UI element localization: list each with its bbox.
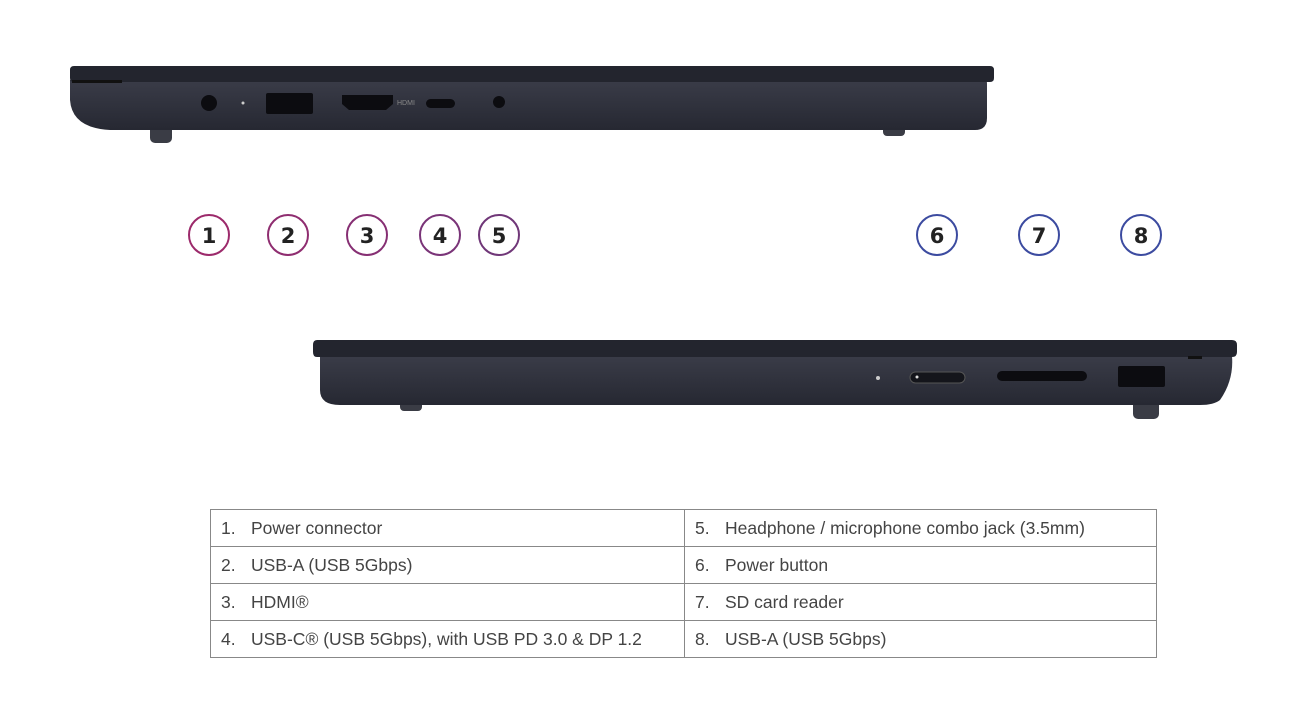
legend-number: 8. — [695, 628, 710, 649]
callout-1: 1 — [188, 214, 230, 256]
callout-4: 4 — [419, 214, 461, 256]
usb-a-port — [266, 93, 313, 114]
callout-6: 6 — [916, 214, 958, 256]
power-jack — [201, 95, 217, 111]
callout-7: 7 — [1018, 214, 1060, 256]
legend-number: 4. — [221, 628, 236, 649]
ports-legend-table: 1. Power connector 5. Headphone / micropho… — [210, 509, 1157, 658]
laptop-right-side — [313, 340, 1237, 419]
legend-label: Headphone / microphone combo jack (3.5mm… — [725, 517, 1085, 538]
legend-number: 3. — [221, 591, 236, 612]
callout-8: 8 — [1120, 214, 1162, 256]
hinge-gap — [1188, 356, 1202, 359]
legend-item-7: 7. SD card reader — [684, 583, 1157, 621]
table-row: 1. Power connector 5. Headphone / micropho… — [210, 509, 1157, 547]
legend-item-8: 8. USB-A (USB 5Gbps) — [684, 620, 1157, 658]
callout-number: 8 — [1134, 224, 1149, 248]
laptop-base — [320, 356, 1233, 405]
legend-number: 2. — [221, 554, 236, 575]
legend-label: USB-C® (USB 5Gbps), with USB PD 3.0 & DP… — [251, 628, 642, 649]
laptop-left-side: HDMI — [70, 66, 994, 143]
hdmi-marking: HDMI — [397, 100, 415, 107]
legend-label: Power connector — [251, 517, 383, 538]
legend-label: HDMI® — [251, 591, 309, 612]
callout-2: 2 — [267, 214, 309, 256]
laptop-lid — [70, 66, 994, 82]
charge-led — [241, 101, 245, 105]
usb-c-port — [426, 99, 455, 108]
laptop-base — [70, 80, 987, 130]
callouts: 1 2 3 4 5 6 7 8 — [188, 107, 1162, 373]
legend-number: 6. — [695, 554, 710, 575]
legend-item-4: 4. USB-C® (USB 5Gbps), with USB PD 3.0 & … — [210, 620, 685, 658]
hdmi-port — [342, 95, 393, 110]
usb-a-port — [1118, 366, 1165, 387]
callout-number: 3 — [360, 224, 375, 248]
legend-number: 5. — [695, 517, 710, 538]
callout-3: 3 — [346, 214, 388, 256]
callout-number: 7 — [1032, 224, 1047, 248]
callout-number: 2 — [281, 224, 296, 248]
sd-card-slot — [997, 371, 1087, 381]
table-row: 3. HDMI® 7. SD card reader — [210, 583, 1157, 621]
audio-jack — [493, 96, 505, 108]
callout-number: 4 — [433, 224, 448, 248]
callout-number: 5 — [492, 224, 507, 248]
legend-item-3: 3. HDMI® — [210, 583, 685, 621]
legend-label: USB-A (USB 5Gbps) — [251, 554, 413, 575]
table-row: 4. USB-C® (USB 5Gbps), with USB PD 3.0 & … — [210, 620, 1157, 658]
table-row: 2. USB-A (USB 5Gbps) 6. Power button — [210, 546, 1157, 584]
callout-5: 5 — [478, 214, 520, 256]
legend-item-1: 1. Power connector — [210, 509, 685, 547]
legend-item-6: 6. Power button — [684, 546, 1157, 584]
callout-number: 1 — [202, 224, 217, 248]
legend-item-5: 5. Headphone / microphone combo jack (3.5… — [684, 509, 1157, 547]
status-led — [876, 376, 880, 380]
callout-number: 6 — [930, 224, 945, 248]
legend-label: USB-A (USB 5Gbps) — [725, 628, 887, 649]
legend-label: Power button — [725, 554, 829, 575]
legend-number: 7. — [695, 591, 710, 612]
laptop-lid — [313, 340, 1237, 357]
legend-label: SD card reader — [725, 591, 844, 612]
legend-item-2: 2. USB-A (USB 5Gbps) — [210, 546, 685, 584]
legend-number: 1. — [221, 517, 236, 538]
power-led — [915, 375, 919, 379]
hinge-gap — [72, 80, 122, 83]
